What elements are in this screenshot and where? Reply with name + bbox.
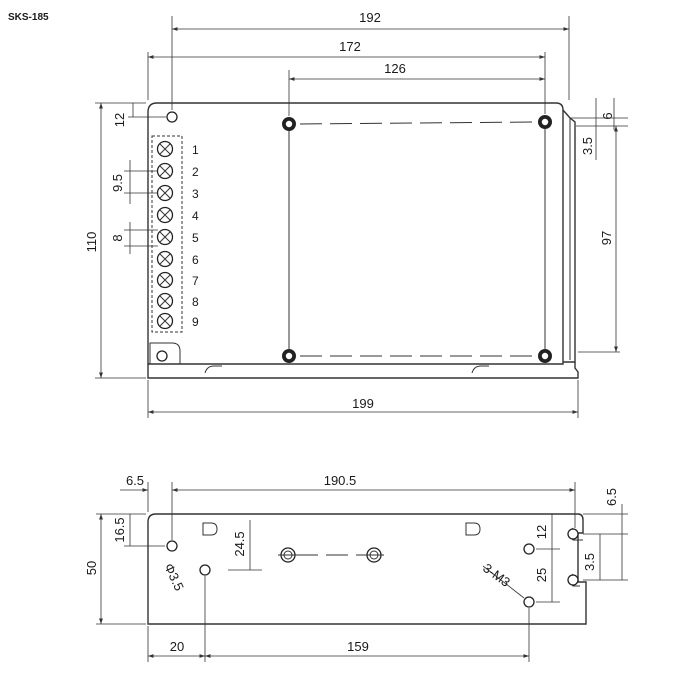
dim-12-right: 12 (534, 525, 549, 539)
terminal-3-label: 3 (192, 187, 199, 201)
d-slot-right (465, 522, 481, 536)
dim-3-5-right: 3.5 (582, 553, 597, 571)
terminal-6-label: 6 (192, 253, 199, 267)
foot-slot-right (471, 365, 489, 374)
top-view-outline (147, 102, 564, 365)
dim-3-5-top: 3.5 (580, 137, 595, 155)
dim-50: 50 (84, 561, 99, 575)
d-slot-left (202, 522, 218, 536)
hole-right-lower (523, 596, 535, 608)
terminal-3-screw (156, 184, 174, 202)
side-view: 6.5 190.5 50 16.5 Φ3.5 24.5 12 (84, 473, 628, 662)
mount-hole-bottom-left (156, 350, 168, 362)
dim-192: 192 (359, 10, 381, 25)
dim-97: 97 (599, 231, 614, 245)
dim-12-top: 12 (112, 113, 127, 127)
screw-hole-2 (364, 547, 384, 563)
terminal-5-screw (156, 228, 174, 246)
dim-6-5-right: 6.5 (604, 488, 619, 506)
side-rail (562, 109, 576, 363)
terminal-9-label: 9 (192, 315, 199, 329)
terminal-2-screw (156, 162, 174, 180)
mount-hole-big-3 (282, 349, 296, 363)
dim-199: 199 (352, 396, 374, 411)
dim-9-5: 9.5 (110, 174, 125, 192)
hole-right-edge (567, 528, 579, 540)
dim-8: 8 (110, 234, 125, 241)
terminal-4-screw (156, 206, 174, 224)
terminal-2-label: 2 (192, 165, 199, 179)
terminal-7-label: 7 (192, 274, 199, 288)
dim-172: 172 (339, 39, 361, 54)
dim-6-5-left: 6.5 (126, 473, 144, 488)
terminal-1-screw (156, 140, 174, 158)
dim-110: 110 (84, 232, 99, 253)
terminal-1-label: 1 (192, 143, 199, 157)
hole-dia-3-5 (166, 540, 178, 552)
top-view-dimensions: 192 172 126 110 12 9.5 (84, 10, 628, 418)
top-view: 1 2 3 4 5 6 7 8 9 192 172 126 (84, 10, 628, 418)
mount-hole-big-4 (538, 349, 552, 363)
terminal-numbers: 1 2 3 4 5 6 7 8 9 (192, 143, 199, 329)
foot-slot-left (204, 365, 222, 374)
dim-190-5: 190.5 (324, 473, 357, 488)
mount-hole-big-2 (538, 115, 552, 129)
terminal-9-screw (156, 312, 174, 330)
bottom-flange (147, 362, 579, 379)
terminal-5-label: 5 (192, 231, 199, 245)
terminal-7-screw (156, 271, 174, 289)
dim-20: 20 (170, 639, 184, 654)
side-view-dimensions: 6.5 190.5 50 16.5 Φ3.5 24.5 12 (84, 473, 628, 662)
dim-25: 25 (534, 568, 549, 582)
dim-126: 126 (384, 61, 406, 76)
hole-centerline-top (299, 121, 535, 125)
side-view-outline (147, 513, 587, 625)
dim-6: 6 (600, 112, 615, 119)
hole-right-upper (523, 543, 535, 555)
terminal-8-label: 8 (192, 295, 199, 309)
terminal-6-screw (156, 250, 174, 268)
left-bracket (149, 342, 181, 364)
mount-hole-top-left (166, 111, 178, 123)
dim-16-5: 16.5 (112, 517, 127, 542)
dim-dia-3-5: Φ3.5 (161, 561, 187, 593)
screw-hole-1 (278, 547, 298, 563)
terminal-8-screw (156, 292, 174, 310)
dim-159: 159 (347, 639, 369, 654)
hole-right-edge-lower (567, 574, 579, 586)
mount-hole-big-1 (282, 117, 296, 131)
dim-24-5: 24.5 (232, 531, 247, 556)
model-label: SKS-185 (8, 12, 49, 23)
terminal-4-label: 4 (192, 209, 199, 223)
terminal-screws (156, 140, 174, 330)
hole-left-lower (199, 564, 211, 576)
terminal-block-outline (151, 135, 183, 333)
